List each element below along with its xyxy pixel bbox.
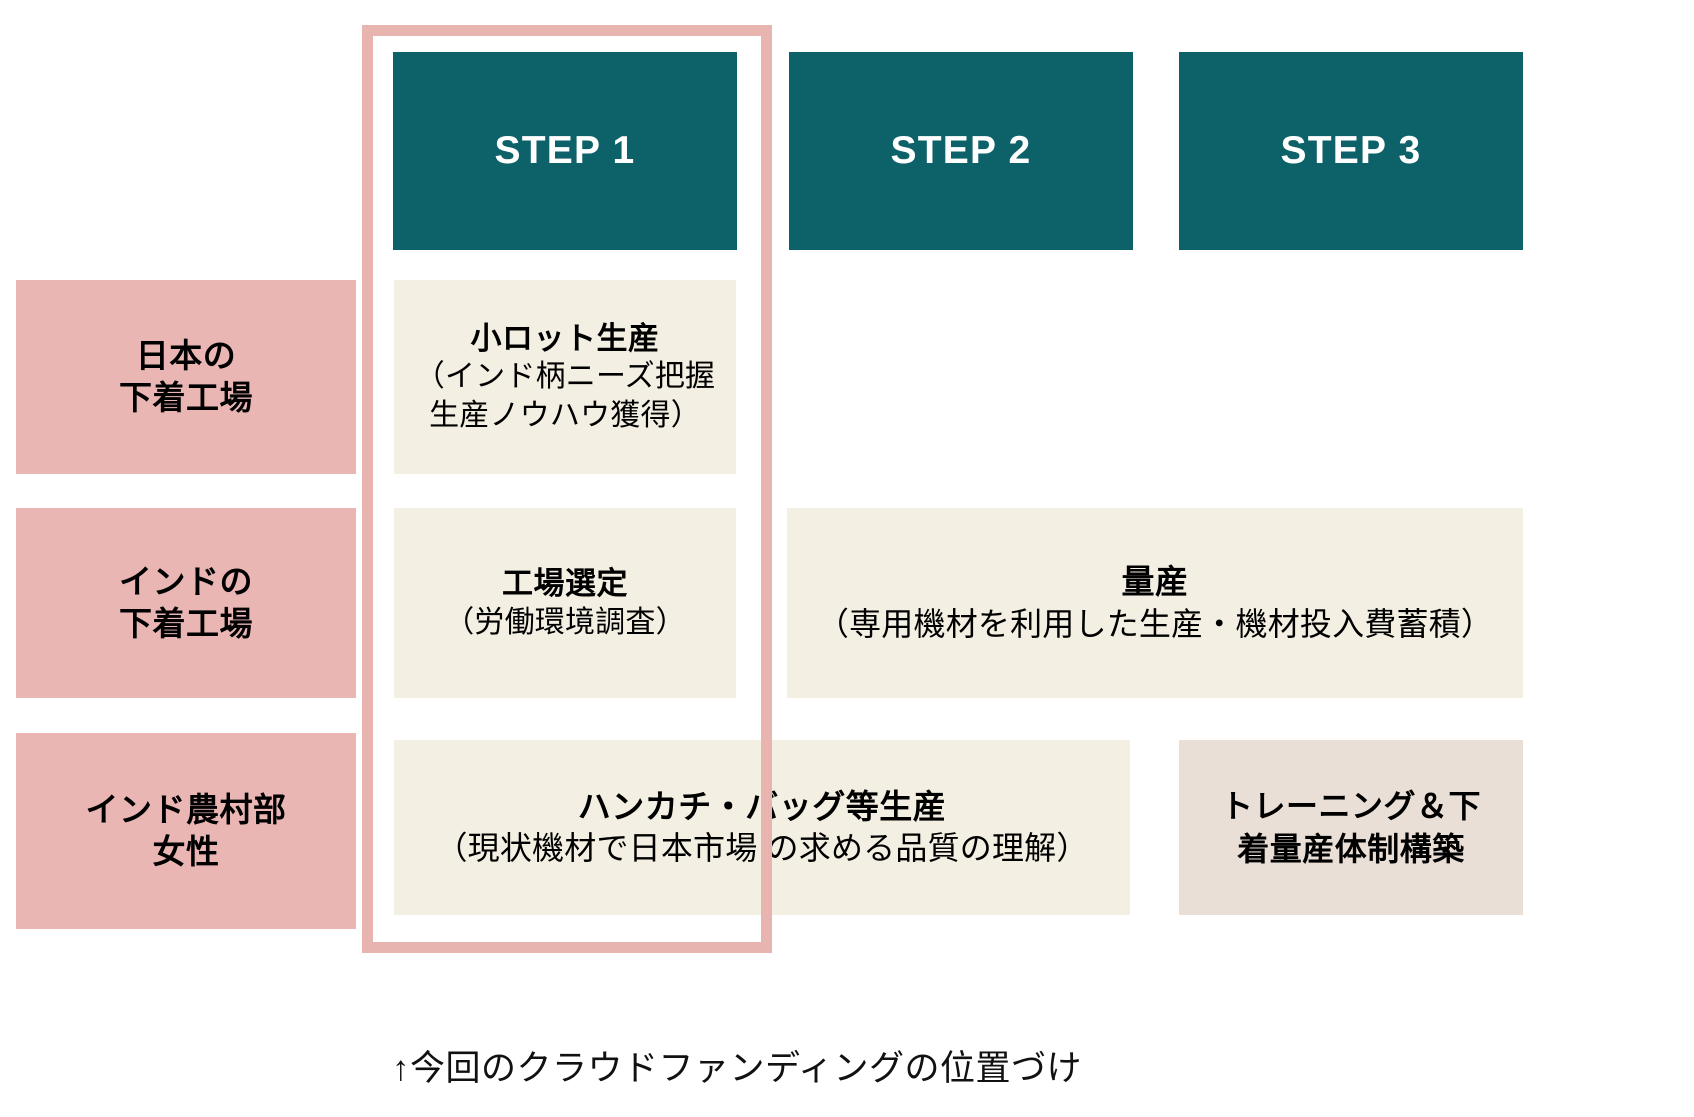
cell-handkerchief-bag-production-sub: （現状機材で日本市場 の求める品質の理解） [435, 828, 1088, 869]
crowdfunding-position-caption: ↑今回のクラウドファンディングの位置づけ [392, 1049, 1083, 1088]
cell-factory-selection-sub: （労働環境調査） [444, 604, 686, 642]
cell-factory-selection-title: 工場選定 [502, 565, 628, 601]
row-label-india-rural-women: インド農村部 女性 [16, 733, 356, 929]
cell-factory-selection-sub-line1: （労働環境調査） [444, 605, 686, 639]
step-header-1-label: STEP 1 [494, 129, 636, 173]
cell-mass-production-title: 量産 [1121, 563, 1189, 601]
cell-handkerchief-bag-production-title: ハンカチ・バッグ等生産 [577, 787, 947, 825]
row-label-india-factory-line2: 下着工場 [119, 605, 253, 642]
cell-training-and-mass-production-system-line2: 着量産体制構築 [1237, 830, 1465, 867]
cell-training-and-mass-production-system: トレーニング＆下 着量産体制構築 [1179, 740, 1523, 915]
cell-factory-selection: 工場選定 （労働環境調査） [394, 508, 736, 698]
cell-small-lot-production-sub-line1: （インド柄ニーズ把握 [414, 360, 716, 394]
cell-training-and-mass-production-system-line1: トレーニング＆下 [1220, 787, 1481, 824]
step-header-2: STEP 2 [789, 52, 1133, 250]
row-label-japan-factory-line1: 日本の [135, 336, 237, 374]
step-header-3: STEP 3 [1179, 52, 1523, 250]
row-label-india-factory-line1: インドの [119, 562, 253, 600]
cell-handkerchief-bag-production: ハンカチ・バッグ等生産 （現状機材で日本市場 の求める品質の理解） [394, 740, 1130, 915]
cell-small-lot-production: 小ロット生産 （インド柄ニーズ把握 生産ノウハウ獲得） [394, 280, 736, 474]
step-header-2-label: STEP 2 [890, 129, 1032, 173]
row-label-india-rural-women-line2: 女性 [152, 833, 220, 870]
cell-mass-production-sub-line1: （専用機材を利用した生産・機材投入費蓄積） [816, 605, 1494, 642]
step-header-3-label: STEP 3 [1280, 129, 1422, 173]
row-label-japan-factory: 日本の 下着工場 [16, 280, 356, 474]
step-header-1: STEP 1 [393, 52, 737, 250]
cell-small-lot-production-sub-line2: 生産ノウハウ獲得） [429, 398, 701, 432]
cell-mass-production: 量産 （専用機材を利用した生産・機材投入費蓄積） [787, 508, 1523, 698]
cell-mass-production-sub: （専用機材を利用した生産・機材投入費蓄積） [817, 604, 1493, 645]
cell-handkerchief-bag-production-sub-line1: （現状機材で日本市場 の求める品質の理解） [435, 830, 1089, 867]
row-label-india-rural-women-line1: インド農村部 [85, 790, 287, 828]
cell-small-lot-production-sub: （インド柄ニーズ把握 生産ノウハウ獲得） [415, 358, 716, 435]
row-label-japan-factory-line2: 下着工場 [119, 379, 253, 416]
cell-small-lot-production-title: 小ロット生産 [470, 320, 660, 356]
row-label-india-factory: インドの 下着工場 [16, 508, 356, 698]
